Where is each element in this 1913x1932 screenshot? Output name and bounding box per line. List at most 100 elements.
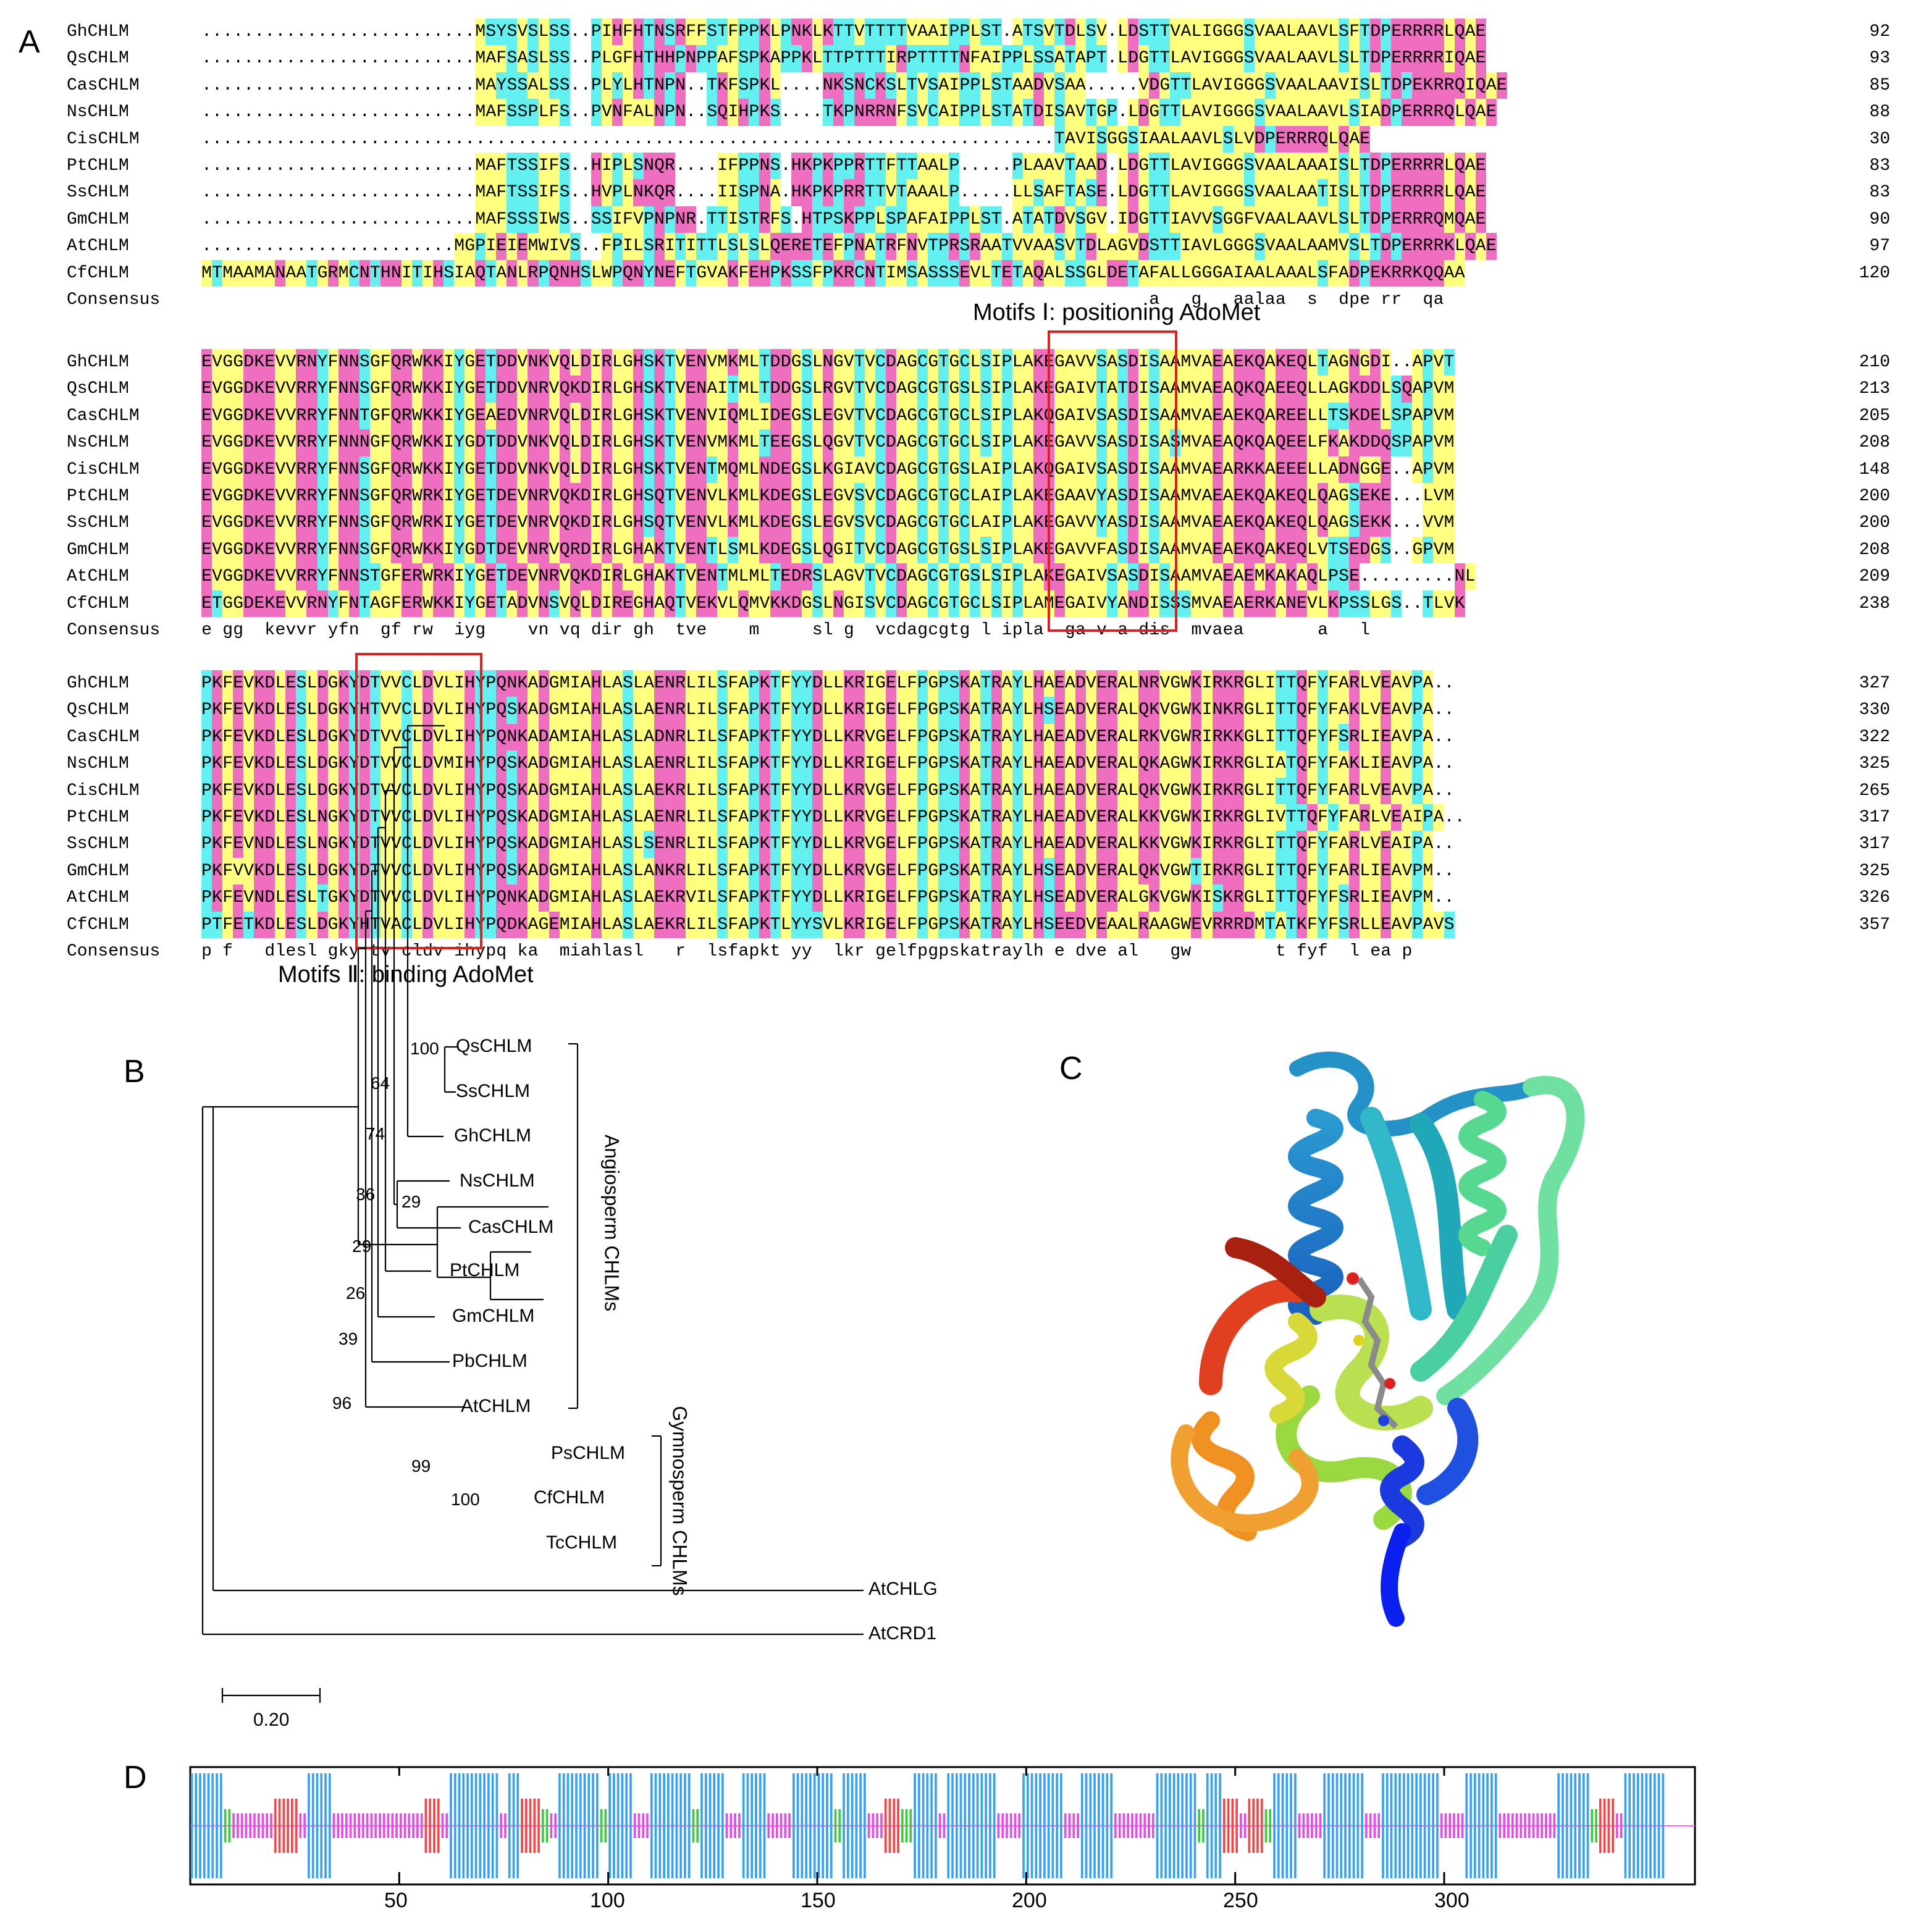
sequence-name: PtCHLM — [67, 486, 129, 506]
track-bar — [1160, 1773, 1163, 1878]
track-bar — [826, 1773, 828, 1878]
track-bar — [1649, 1773, 1652, 1878]
track-bar — [1432, 1773, 1435, 1878]
residue-count: 213 — [1859, 379, 1890, 399]
motif-2-box — [355, 653, 482, 949]
track-bar — [483, 1773, 486, 1878]
track-bar — [625, 1773, 628, 1878]
track-bar — [646, 1813, 649, 1838]
track-bar — [667, 1773, 670, 1878]
track-bar — [729, 1813, 733, 1838]
track-bar — [441, 1813, 444, 1838]
alignment-block: GhCHLM..........................MSYSVSLS… — [62, 19, 1890, 313]
track-bar — [270, 1813, 272, 1838]
track-bar — [595, 1773, 599, 1878]
leaf-sschlm: SsCHLM — [456, 1081, 531, 1101]
track-bar — [1356, 1773, 1360, 1878]
track-bar — [721, 1773, 724, 1878]
sequence-name: AtCHLM — [67, 888, 129, 908]
sequence-residues: PKFEVKDLESLDGKYHTVVCLDVLIHYPQSKADGMIAHLA… — [201, 697, 1455, 724]
sequence-name: Consensus — [67, 290, 161, 309]
track-bar — [1628, 1773, 1631, 1878]
bootstrap-value: 26 — [346, 1283, 366, 1303]
track-bar — [1344, 1773, 1347, 1878]
track-bar — [203, 1773, 206, 1878]
track-bar — [1097, 1773, 1100, 1878]
track-bar — [516, 1773, 519, 1878]
track-bar — [629, 1773, 632, 1878]
sequence-residues: ..........................MAFSSPLFS..PVN… — [201, 99, 1497, 126]
track-bar — [1068, 1813, 1071, 1838]
track-bar — [989, 1773, 991, 1878]
track-bar — [1256, 1799, 1259, 1853]
tick-label-50: 50 — [384, 1889, 408, 1912]
track-bar — [1348, 1773, 1351, 1878]
track-bar — [445, 1813, 448, 1838]
track-bar — [416, 1813, 419, 1838]
sequence-residues: ..........................MAFSSSIWS..SSI… — [201, 206, 1486, 233]
track-bar — [1043, 1773, 1046, 1878]
track-bar — [529, 1799, 532, 1853]
leaf-gmchlm: GmCHLM — [452, 1306, 535, 1326]
track-bar — [1423, 1773, 1426, 1878]
track-bar — [1093, 1773, 1096, 1878]
track-bar — [784, 1813, 787, 1838]
track-bar — [199, 1773, 201, 1878]
track-bar — [1106, 1773, 1109, 1878]
track-bar — [1373, 1813, 1376, 1838]
track-bar — [1172, 1773, 1175, 1878]
sequence-residues: PKFEVNDLESLNGKYDTVVCLDVLIHYPQSKADGMIAHLA… — [201, 831, 1455, 858]
sequence-residues: ........................MGPIEIEMWIVS..FP… — [201, 233, 1497, 260]
track-bar — [1340, 1773, 1343, 1878]
track-bar — [1494, 1773, 1497, 1878]
alignment-row: SsCHLM..........................MAFTSSIF… — [62, 179, 1890, 206]
track-bar — [851, 1773, 854, 1878]
track-bar — [453, 1773, 456, 1878]
track-bar — [592, 1773, 594, 1878]
track-bar — [1018, 1813, 1021, 1838]
residue-count: 120 — [1859, 263, 1890, 283]
track-bar — [1006, 1813, 1008, 1838]
sequence-name: CisCHLM — [67, 460, 140, 479]
sequence-residues: MTMAAMANAATGRMCNTHNITIHSIAQTANLRPQNHSLWP… — [201, 259, 1465, 287]
track-bar — [587, 1773, 591, 1878]
protein-structure-image — [1171, 1051, 1585, 1627]
track-bar — [1427, 1773, 1431, 1878]
track-bar — [1486, 1773, 1489, 1878]
track-bar — [738, 1813, 741, 1838]
residue-count: 93 — [1869, 49, 1890, 69]
sequence-name: PtCHLM — [67, 807, 129, 827]
gymnosperm-group-label: Gymnosperm CHLMs — [668, 1406, 691, 1596]
track-bar — [679, 1773, 683, 1878]
track-bar — [658, 1773, 662, 1878]
track-bar — [1189, 1773, 1192, 1878]
track-bar — [613, 1773, 615, 1878]
track-bar — [1574, 1773, 1577, 1878]
residue-count: 92 — [1869, 22, 1890, 41]
track-bar — [1398, 1773, 1401, 1878]
residue-count: 30 — [1869, 129, 1890, 149]
track-bar — [1331, 1773, 1334, 1878]
sequence-residues: ........................................… — [201, 125, 1371, 153]
track-bar — [1080, 1773, 1083, 1878]
track-bar — [545, 1809, 549, 1842]
track-bar — [976, 1773, 979, 1878]
track-bar — [500, 1813, 503, 1838]
sequence-name: AtCHLM — [67, 567, 129, 587]
sequence-name: GmCHLM — [67, 861, 129, 881]
track-bar — [562, 1773, 565, 1878]
track-bar — [1314, 1813, 1318, 1838]
track-bar — [228, 1809, 231, 1842]
track-bar — [1001, 1813, 1004, 1838]
track-bar — [1072, 1813, 1075, 1838]
motif-1-label: Motifs Ⅰ: positioning AdoMet — [973, 300, 1261, 326]
track-bar — [687, 1773, 691, 1878]
track-bar — [316, 1773, 319, 1878]
track-bar — [1394, 1773, 1397, 1878]
track-bar — [1243, 1813, 1247, 1838]
bootstrap-value: 64 — [371, 1073, 390, 1093]
tree-branches — [201, 724, 864, 1703]
